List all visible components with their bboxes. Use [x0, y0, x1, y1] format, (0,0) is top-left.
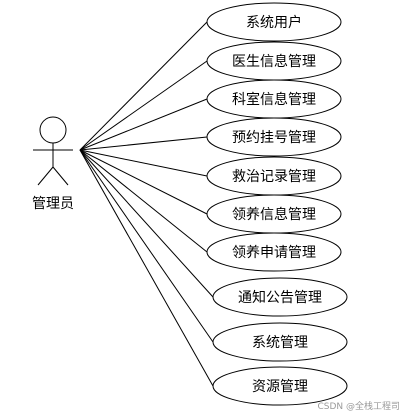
use-case: 科室信息管理	[206, 79, 342, 119]
use-case-ellipse	[206, 232, 342, 272]
association-line	[79, 136, 208, 151]
actor-label: 管理员	[32, 196, 74, 212]
use-case-list: 系统用户医生信息管理科室信息管理预约挂号管理救治记录管理领养信息管理领养申请管理…	[206, 2, 348, 406]
actor-right-leg	[52, 166, 69, 186]
association-line	[79, 21, 208, 151]
association-line	[79, 149, 214, 298]
use-case-label: 领养申请管理	[232, 245, 316, 261]
use-case: 救治记录管理	[206, 156, 342, 196]
use-case-ellipse	[212, 366, 348, 406]
use-case-label: 医生信息管理	[232, 53, 316, 70]
use-case: 领养申请管理	[206, 232, 342, 272]
use-case-ellipse	[206, 117, 342, 157]
use-case-label: 救治记录管理	[232, 169, 316, 185]
use-case: 通知公告管理	[212, 277, 348, 317]
association-line	[79, 149, 208, 177]
actor-head	[39, 116, 67, 144]
use-case-label: 系统用户	[246, 14, 302, 31]
use-case-label: 领养信息管理	[232, 206, 316, 223]
use-case: 系统管理	[212, 322, 348, 362]
association-line	[79, 98, 208, 151]
use-case: 系统用户	[206, 2, 342, 42]
use-case-ellipse	[212, 277, 348, 317]
use-case-label: 预约挂号管理	[232, 130, 316, 146]
use-case: 医生信息管理	[206, 41, 342, 81]
association-line	[79, 149, 214, 387]
association-line	[79, 60, 208, 151]
actor-left-leg	[37, 166, 54, 186]
use-case: 领养信息管理	[206, 194, 342, 234]
use-case: 预约挂号管理	[206, 117, 342, 157]
use-case: 资源管理	[212, 366, 348, 406]
association-line	[79, 149, 208, 253]
actor-figure	[33, 116, 73, 186]
use-case-ellipse	[212, 322, 348, 362]
use-case-label: 科室信息管理	[232, 91, 316, 108]
use-case-label: 系统管理	[252, 335, 308, 351]
watermark: CSDN @全栈工程司	[317, 400, 400, 412]
association-lines	[79, 21, 214, 387]
use-case-ellipse	[206, 2, 342, 42]
use-case-label: 通知公告管理	[238, 289, 322, 306]
association-line	[79, 149, 214, 343]
association-line	[79, 149, 208, 215]
use-case-label: 资源管理	[252, 379, 308, 395]
